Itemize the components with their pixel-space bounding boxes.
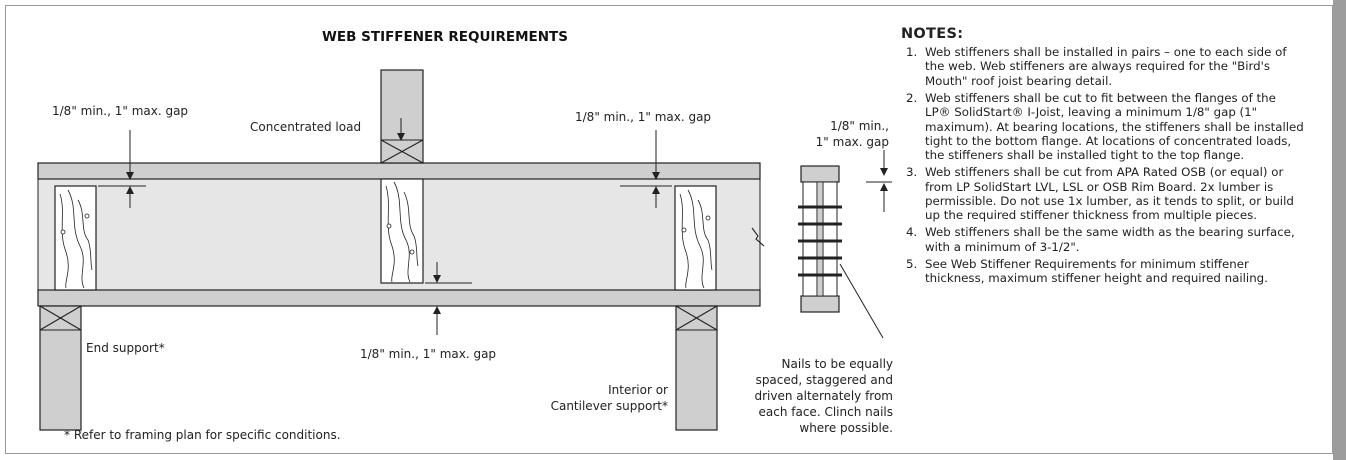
note-item: 5. See Web Stiffener Requirements for min… — [900, 257, 1305, 286]
footnote: * Refer to framing plan for specific con… — [64, 428, 341, 442]
note-item: 3. Web stiffeners shall be cut from APA R… — [900, 165, 1305, 223]
gap-label-right: 1/8" min., 1" max. gap — [575, 110, 711, 124]
note-item: 1. Web stiffeners shall be installed in p… — [900, 45, 1305, 88]
gap-dimension-bottom — [425, 262, 472, 335]
section-detail — [798, 165, 884, 339]
note-number: 1. — [906, 45, 918, 59]
end-support — [39, 305, 82, 431]
note-item: 2. Web stiffeners shall be cut to fit bet… — [900, 91, 1305, 163]
gap-dimension-right — [620, 130, 672, 208]
interior-support-label-1: Interior or — [608, 383, 668, 397]
note-number: 4. — [906, 225, 918, 240]
break-line — [751, 227, 765, 247]
note-number: 3. — [906, 165, 918, 180]
web-stiffener-diagram: WEB STIFFENER REQUIREMENTS — [37, 29, 894, 442]
note-text: Web stiffeners shall be cut from APA Rat… — [925, 165, 1294, 223]
note-text: Web stiffeners shall be the same width a… — [925, 225, 1295, 254]
gap-label-bottom: 1/8" min., 1" max. gap — [360, 347, 496, 361]
side-scroll-strip[interactable] — [1333, 0, 1346, 460]
web-stiffener-left — [54, 185, 97, 291]
nails-note-line-3: driven alternately from — [754, 389, 893, 403]
end-support-label: End support* — [86, 341, 165, 355]
concentrated-load-label: Concentrated load — [250, 120, 361, 134]
note-text: Web stiffeners shall be installed in pai… — [925, 45, 1287, 88]
notes-list: 1. Web stiffeners shall be installed in p… — [900, 45, 1305, 286]
note-item: 4. Web stiffeners shall be the same width… — [900, 225, 1305, 254]
gap-dimension-section — [866, 150, 892, 212]
note-text: Web stiffeners shall be cut to fit betwe… — [925, 90, 1304, 163]
nails-note-line-4: each face. Clinch nails — [759, 405, 894, 419]
nails-note-line-2: spaced, staggered and — [756, 373, 893, 387]
bottom-flange — [37, 289, 761, 307]
nails-note-line-5: where possible. — [799, 421, 893, 435]
gap-label-left: 1/8" min., 1" max. gap — [52, 104, 188, 118]
diagram-title: WEB STIFFENER REQUIREMENTS — [322, 29, 568, 45]
nails-note-line-1: Nails to be equally — [782, 357, 893, 371]
note-text: See Web Stiffener Requirements for minim… — [925, 256, 1268, 286]
web-stiffener-right — [674, 185, 717, 291]
interior-support — [675, 305, 718, 431]
interior-support-label-2: Cantilever support* — [551, 399, 668, 413]
gap-label-section-1: 1/8" min., — [830, 119, 889, 133]
gap-label-section-2: 1" max. gap — [816, 135, 889, 149]
gap-dimension-left — [98, 130, 146, 208]
concentrated-load-post — [380, 69, 424, 164]
note-number: 2. — [906, 90, 918, 105]
note-number: 5. — [906, 256, 918, 271]
notes-heading: NOTES: — [901, 26, 964, 42]
web-stiffener-center — [380, 178, 424, 284]
top-flange — [37, 162, 761, 180]
notes-panel: NOTES: 1. Web stiffeners shall be install… — [900, 26, 1305, 288]
diagram-frame — [5, 5, 1333, 454]
